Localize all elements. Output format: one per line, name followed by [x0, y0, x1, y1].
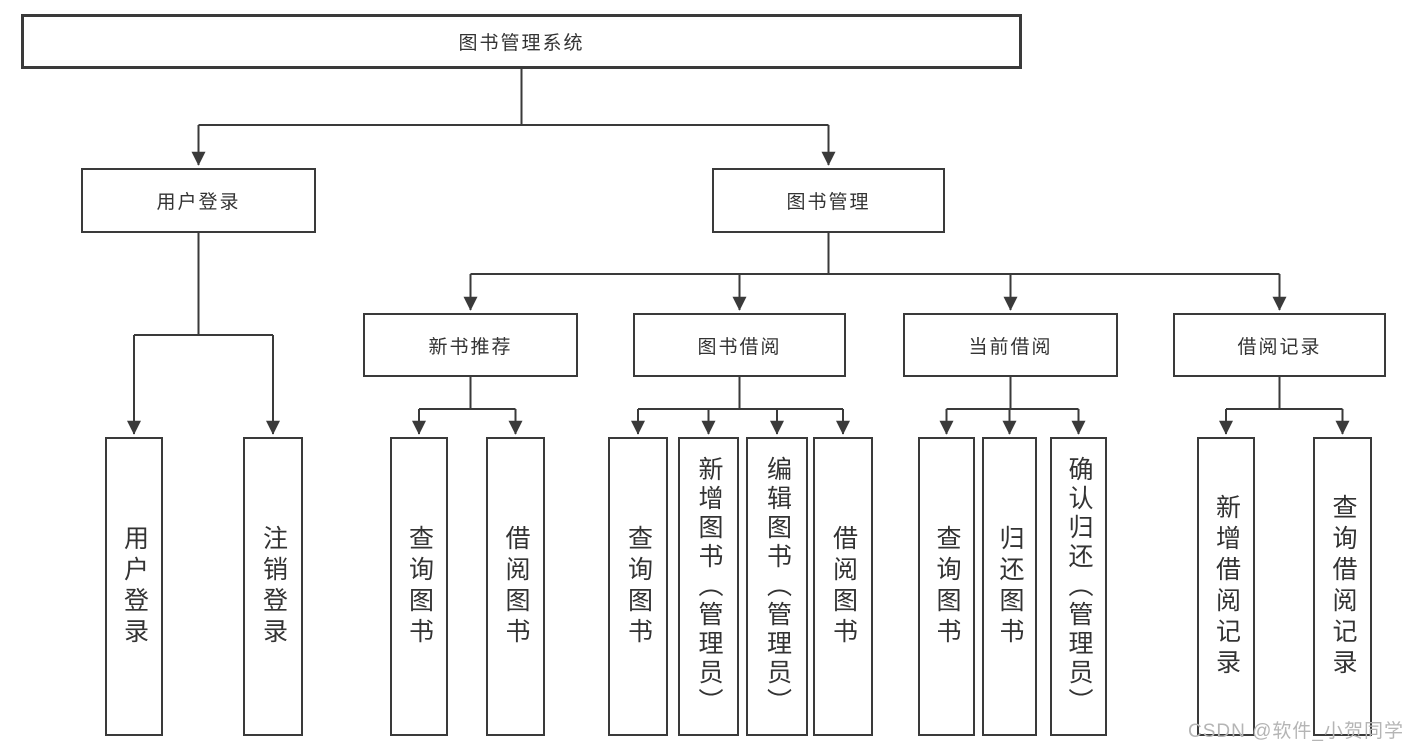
- connector-book-borrowing: [631, 377, 850, 435]
- leaf-user-login: 用户登录: [105, 437, 163, 736]
- connector-current-borrowing: [939, 377, 1086, 435]
- node-new-book-recommend: 新书推荐: [363, 313, 578, 377]
- node-label: 图书管理系统: [458, 33, 585, 54]
- leaf-edit-books-admin: 编辑图书（管理员）: [746, 437, 808, 736]
- leaf-return-books: 归还图书: [982, 437, 1037, 736]
- leaf-label: 借阅图书: [502, 524, 530, 649]
- node-current-borrowing: 当前借阅: [903, 313, 1118, 377]
- leaf-query-borrow-record: 查询借阅记录: [1313, 437, 1372, 736]
- leaf-add-books-admin: 新增图书（管理员）: [678, 437, 739, 736]
- leaf-label: 编辑图书（管理员）: [763, 456, 792, 717]
- leaf-label: 归还图书: [996, 524, 1024, 649]
- connector-new-book-recommend: [412, 377, 523, 435]
- node-label: 当前借阅: [968, 336, 1053, 358]
- leaf-query-books-recommend: 查询图书: [390, 437, 448, 736]
- node-label: 新书推荐: [428, 336, 513, 358]
- connector-user-login-branch: [127, 233, 280, 435]
- node-user-login: 用户登录: [81, 168, 316, 233]
- node-label: 图书管理: [786, 192, 871, 213]
- leaf-label: 新增图书（管理员）: [695, 456, 723, 717]
- leaf-label: 查询图书: [624, 524, 653, 649]
- node-library-management-system: 图书管理系统: [21, 14, 1022, 69]
- leaf-label: 确认归还（管理员）: [1065, 456, 1093, 717]
- leaf-add-borrow-record: 新增借阅记录: [1197, 437, 1255, 736]
- leaf-label: 查询图书: [405, 524, 434, 649]
- node-borrowing-records: 借阅记录: [1173, 313, 1386, 377]
- node-label: 用户登录: [156, 192, 241, 213]
- leaf-label: 新增借阅记录: [1212, 493, 1241, 680]
- connector-book-management-branch: [463, 233, 1287, 311]
- leaf-label: 借阅图书: [829, 524, 858, 649]
- leaf-borrow-books-recommend: 借阅图书: [486, 437, 545, 736]
- leaf-label: 查询借阅记录: [1329, 493, 1357, 680]
- node-label: 借阅记录: [1237, 336, 1322, 358]
- leaf-label: 查询图书: [933, 524, 961, 649]
- csdn-watermark: CSDN @软件_小贺同学: [1188, 721, 1404, 742]
- leaf-query-books-borrowing: 查询图书: [608, 437, 668, 736]
- connector-borrowing-records: [1219, 377, 1350, 435]
- leaf-query-books-current: 查询图书: [918, 437, 975, 736]
- connector-root-to-level2: [191, 69, 836, 166]
- leaf-confirm-return-admin: 确认归还（管理员）: [1050, 437, 1107, 736]
- node-book-management: 图书管理: [712, 168, 945, 233]
- leaf-borrow-books-borrowing: 借阅图书: [813, 437, 873, 736]
- node-book-borrowing: 图书借阅: [633, 313, 846, 377]
- leaf-label: 用户登录: [120, 524, 149, 649]
- leaf-logout: 注销登录: [243, 437, 303, 736]
- leaf-label: 注销登录: [259, 524, 288, 649]
- node-label: 图书借阅: [697, 336, 782, 358]
